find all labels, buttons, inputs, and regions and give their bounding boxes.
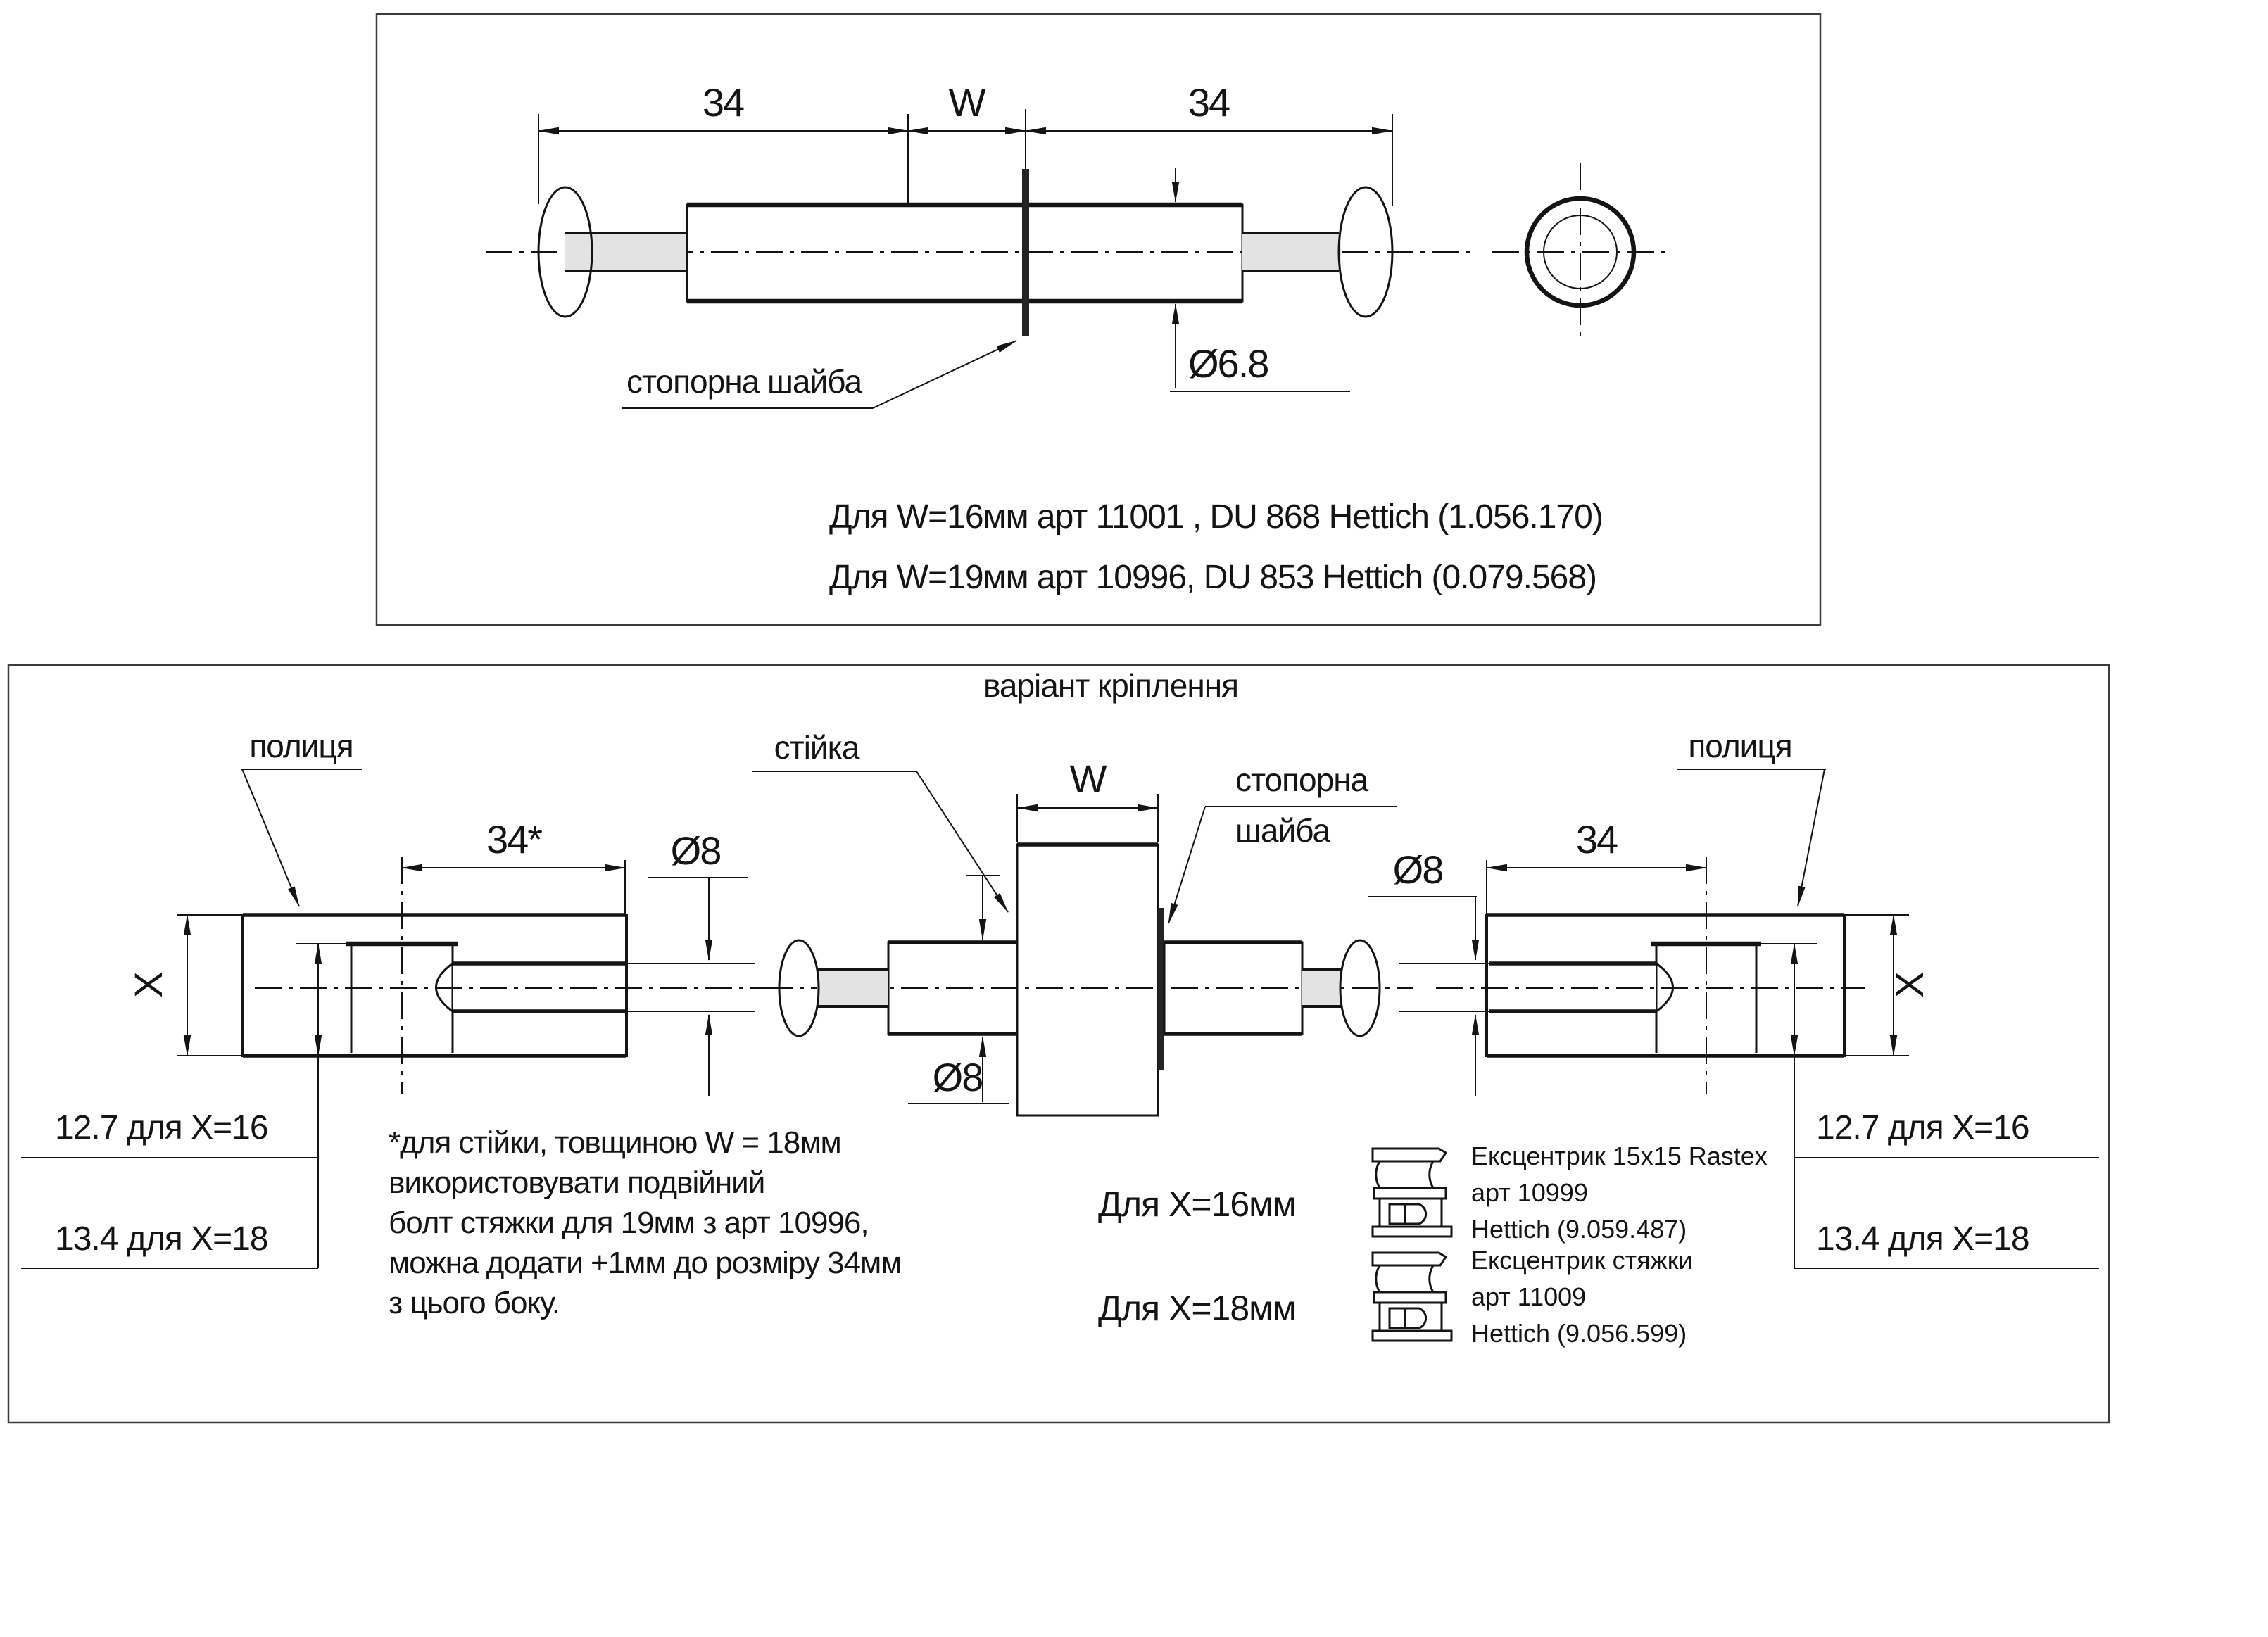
legend-art-x18: арт 11009 bbox=[1471, 1282, 1586, 1311]
shelf-section-right: 34 Ø8 X полиця 12.7 для X=16 13.4 для X=… bbox=[1368, 728, 2099, 1269]
top-dimensions: 34 W 34 Ø6.8 стопорна шайба bbox=[538, 80, 1393, 409]
right-offset-18: 13.4 для X=18 bbox=[1816, 1220, 2029, 1258]
footnote: *для стійки, товщиною W = 18мм використо… bbox=[389, 1125, 902, 1320]
bolt-side-view bbox=[486, 109, 1477, 336]
legend-condition-x18: Для X=18мм bbox=[1098, 1289, 1296, 1328]
left-offset-18: 13.4 для X=18 bbox=[55, 1220, 268, 1258]
shelf-section-left: 34* Ø8 X полиця 12.7 для X=16 13.4 для X… bbox=[21, 728, 795, 1269]
spec-line-w16: Для W=16мм арт 11001 , DU 868 Hettich (1… bbox=[829, 498, 1603, 536]
spec-line-w19: Для W=19мм арт 10996, DU 853 Hettich (0.… bbox=[829, 559, 1596, 596]
legend-brand-x18: Hettich (9.056.599) bbox=[1471, 1319, 1687, 1348]
legend: Для X=16мм Ексцентрик 15x15 Rastex арт 1… bbox=[1098, 1142, 1768, 1348]
center-washer-label-line1: стопорна bbox=[1235, 761, 1369, 798]
center-bolt-right-head bbox=[1339, 939, 1381, 1037]
right-dim-34: 34 bbox=[1576, 817, 1618, 861]
upright-label: стійка bbox=[774, 729, 860, 766]
stop-washer-label: стопорна шайба bbox=[626, 363, 862, 400]
dim-w: W bbox=[949, 80, 986, 125]
dim-34-left: 34 bbox=[703, 80, 744, 125]
center-stop-washer bbox=[1158, 908, 1164, 1070]
left-dim-diameter-8: Ø8 bbox=[671, 828, 721, 873]
center-washer-label-line2: шайба bbox=[1235, 812, 1330, 849]
note-line-1: *для стійки, товщиною W = 18мм bbox=[389, 1125, 841, 1160]
center-bolt-left-head bbox=[778, 939, 820, 1037]
dim-34-right: 34 bbox=[1188, 80, 1230, 125]
right-dim-x: X bbox=[1887, 972, 1932, 998]
right-dim-diameter-8: Ø8 bbox=[1393, 847, 1443, 892]
right-offset-16: 12.7 для X=16 bbox=[1816, 1109, 2029, 1146]
note-line-2: використовувати подвійний bbox=[389, 1165, 764, 1200]
right-shelf-label: полиця bbox=[1688, 728, 1791, 764]
top-spec-text: Для W=16мм арт 11001 , DU 868 Hettich (1… bbox=[829, 498, 1604, 596]
legend-name-x18: Ексцентрик стяжки bbox=[1471, 1246, 1693, 1275]
bottom-panel: варіант кріплення 34* Ø8 bbox=[7, 664, 2110, 1424]
bolt-end-view bbox=[1492, 163, 1670, 343]
left-shelf-label: полиця bbox=[249, 728, 353, 764]
left-dim-34: 34* bbox=[486, 817, 542, 861]
note-line-3: болт стяжки для 19мм з арт 10996, bbox=[389, 1206, 869, 1240]
legend-name-x16: Ексцентрик 15x15 Rastex bbox=[1471, 1142, 1768, 1170]
legend-brand-x16: Hettich (9.059.487) bbox=[1471, 1215, 1687, 1244]
center-dim-w: W bbox=[1070, 757, 1107, 801]
left-dim-x: X bbox=[126, 972, 170, 998]
stop-washer bbox=[1022, 169, 1029, 336]
upright-section-center: W стійка стопорна шайба Ø8 bbox=[752, 729, 1413, 1117]
left-offset-16: 12.7 для X=16 bbox=[55, 1109, 268, 1146]
bolt-left-head bbox=[537, 186, 593, 318]
dim-diameter-6-8: Ø6.8 bbox=[1188, 341, 1268, 386]
legend-art-x16: арт 10999 bbox=[1471, 1178, 1588, 1207]
bolt-right-head bbox=[1337, 186, 1394, 318]
note-line-5: з цього боку. bbox=[389, 1286, 560, 1320]
bottom-panel-title: варіант кріплення bbox=[983, 667, 1238, 704]
note-line-4: можна додати +1мм до розміру 34мм bbox=[389, 1246, 902, 1280]
center-dim-diameter-8: Ø8 bbox=[933, 1055, 983, 1099]
top-panel: 34 W 34 Ø6.8 стопорна шайба Для W=16мм а… bbox=[375, 13, 1822, 626]
legend-condition-x16: Для X=16мм bbox=[1098, 1184, 1296, 1224]
